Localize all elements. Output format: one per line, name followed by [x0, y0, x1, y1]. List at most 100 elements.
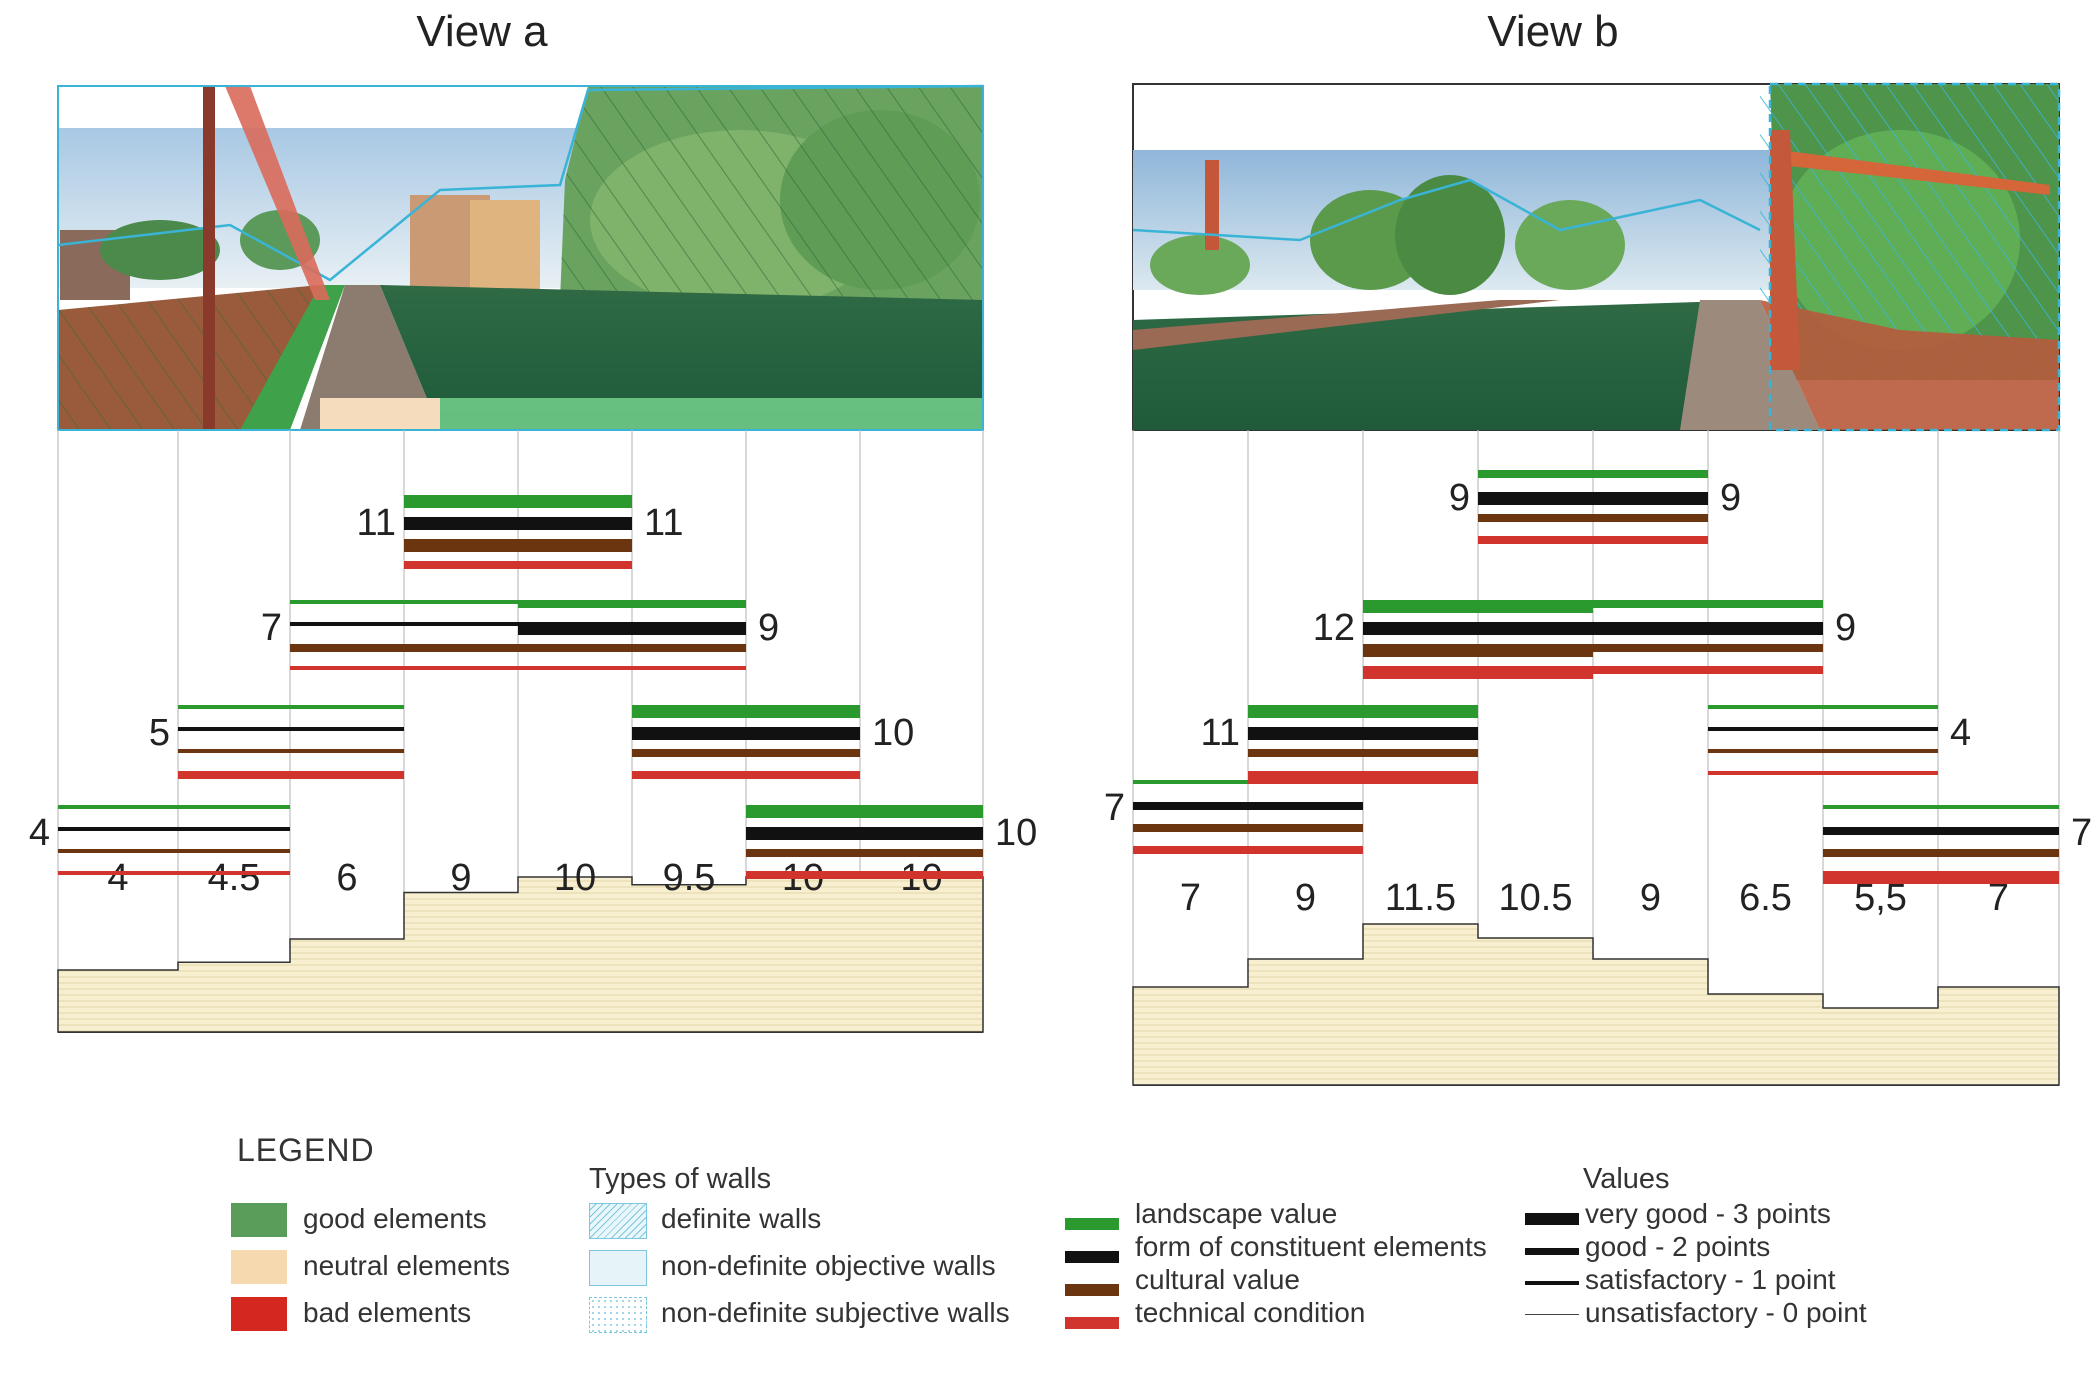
legend-title: LEGEND: [237, 1132, 375, 1168]
legend-bad: bad elements: [303, 1297, 472, 1328]
bar-cultural: [178, 749, 404, 753]
legend-very-good: very good - 3 points: [1585, 1198, 1831, 1229]
bar-cultural: [1363, 644, 1593, 657]
unsatisfactory-swatch: [1525, 1314, 1579, 1315]
bar-form: [1248, 727, 1478, 740]
values-title: Values: [1583, 1163, 1670, 1195]
bar-technical: [1248, 771, 1478, 784]
bar-technical: [1593, 666, 1823, 674]
group-score-label: 9: [1720, 477, 1741, 519]
segment-value-label: 9: [1640, 877, 1661, 919]
bar-cultural: [1708, 749, 1938, 753]
bar-landscape: [178, 705, 404, 709]
legend-landscape: landscape value: [1135, 1198, 1338, 1229]
bar-form: [178, 727, 404, 731]
legend-neutral: neutral elements: [303, 1250, 511, 1281]
segment-value-label: 7: [1180, 877, 1201, 919]
group-score-label: 4: [1950, 712, 1971, 754]
segment-value-label: 7: [1988, 877, 2009, 919]
bar-form: [58, 827, 290, 831]
bar-landscape: [1478, 470, 1708, 478]
segment-value-label: 10: [554, 857, 596, 899]
bar-form: [746, 827, 983, 840]
group-score-label: 7: [1104, 787, 1125, 829]
score-profile: [57, 876, 984, 1033]
legend-good: good elements: [303, 1203, 487, 1234]
segment-value-label: 6: [336, 857, 357, 899]
bar-cultural: [1593, 644, 1823, 652]
group-score-label: 9: [1835, 607, 1856, 649]
group-score-label: 9: [1449, 477, 1470, 519]
bar-form: [1823, 827, 2059, 835]
bar-cultural: [1248, 749, 1478, 757]
group-score-label: 7: [2071, 812, 2092, 854]
bar-cultural: [518, 644, 746, 652]
profile-base-line: [58, 1032, 983, 1033]
neutral-swatch: [231, 1250, 287, 1284]
good-swatch: [231, 1203, 287, 1237]
very-good-swatch: [1525, 1213, 1579, 1225]
view-a-photo: [57, 84, 984, 431]
technical-swatch: [1065, 1317, 1119, 1329]
bar-landscape: [58, 805, 290, 809]
bar-form: [1478, 492, 1708, 505]
group-score-label: 12: [1313, 607, 1355, 649]
bar-cultural: [1478, 514, 1708, 522]
form-swatch: [1065, 1251, 1119, 1263]
group-score-label: 11: [644, 502, 683, 544]
bar-technical: [178, 771, 404, 779]
segment-value-label: 10.5: [1499, 877, 1573, 919]
group-score-label: 5: [149, 712, 170, 754]
bar-technical: [746, 871, 983, 879]
bar-form: [1708, 727, 1938, 731]
legend-unsatisfactory: unsatisfactory - 0 point: [1585, 1297, 1867, 1328]
group-score-label: 7: [261, 607, 282, 649]
score-profile: [1132, 923, 2060, 1086]
bar-technical: [632, 771, 860, 779]
legend-good-value: good - 2 points: [1585, 1231, 1771, 1262]
view-a: View a: [29, 7, 1037, 1033]
group-score-label: 10: [872, 712, 914, 754]
bar-landscape: [632, 705, 860, 718]
legend-objective-walls: non-definite objective walls: [661, 1250, 996, 1281]
legend-satisfactory: satisfactory - 1 point: [1585, 1264, 1836, 1295]
bar-landscape: [1593, 600, 1823, 608]
bar-technical: [518, 666, 746, 670]
segment-value-label: 6.5: [1739, 877, 1792, 919]
walls-title: Types of walls: [589, 1163, 772, 1195]
group-score-label: 10: [995, 812, 1037, 854]
bar-landscape: [404, 495, 632, 508]
bar-landscape: [290, 600, 518, 604]
group-score-label: 9: [758, 607, 779, 649]
objective-walls-swatch: [589, 1250, 647, 1286]
bar-technical: [1708, 771, 1938, 775]
bar-form: [404, 517, 632, 530]
legend-form: form of constituent elements: [1135, 1231, 1487, 1262]
bar-form: [1363, 622, 1593, 635]
view-b-title: View b: [1487, 7, 1618, 56]
legend-subjective-walls: non-definite subjective walls: [661, 1297, 1010, 1328]
bar-cultural: [404, 539, 632, 552]
bar-cultural: [746, 849, 983, 857]
subjective-walls-swatch: [589, 1297, 647, 1333]
bar-landscape: [1363, 600, 1593, 613]
bar-form: [1593, 622, 1823, 635]
bar-landscape: [1708, 705, 1938, 709]
segment-value-label: 9: [450, 857, 471, 899]
bar-form: [632, 727, 860, 740]
segment-value-label: 9.5: [663, 857, 716, 899]
bar-technical: [404, 561, 632, 569]
bar-landscape: [1823, 805, 2059, 809]
group-score-label: 11: [357, 502, 396, 544]
bar-form: [290, 622, 518, 626]
cultural-swatch: [1065, 1284, 1119, 1296]
legend-technical: technical condition: [1135, 1297, 1366, 1328]
segment-value-label: 11.5: [1385, 877, 1456, 919]
bar-form: [518, 622, 746, 635]
bar-technical: [1478, 536, 1708, 544]
bad-swatch: [231, 1297, 287, 1331]
bar-technical: [1363, 666, 1593, 679]
